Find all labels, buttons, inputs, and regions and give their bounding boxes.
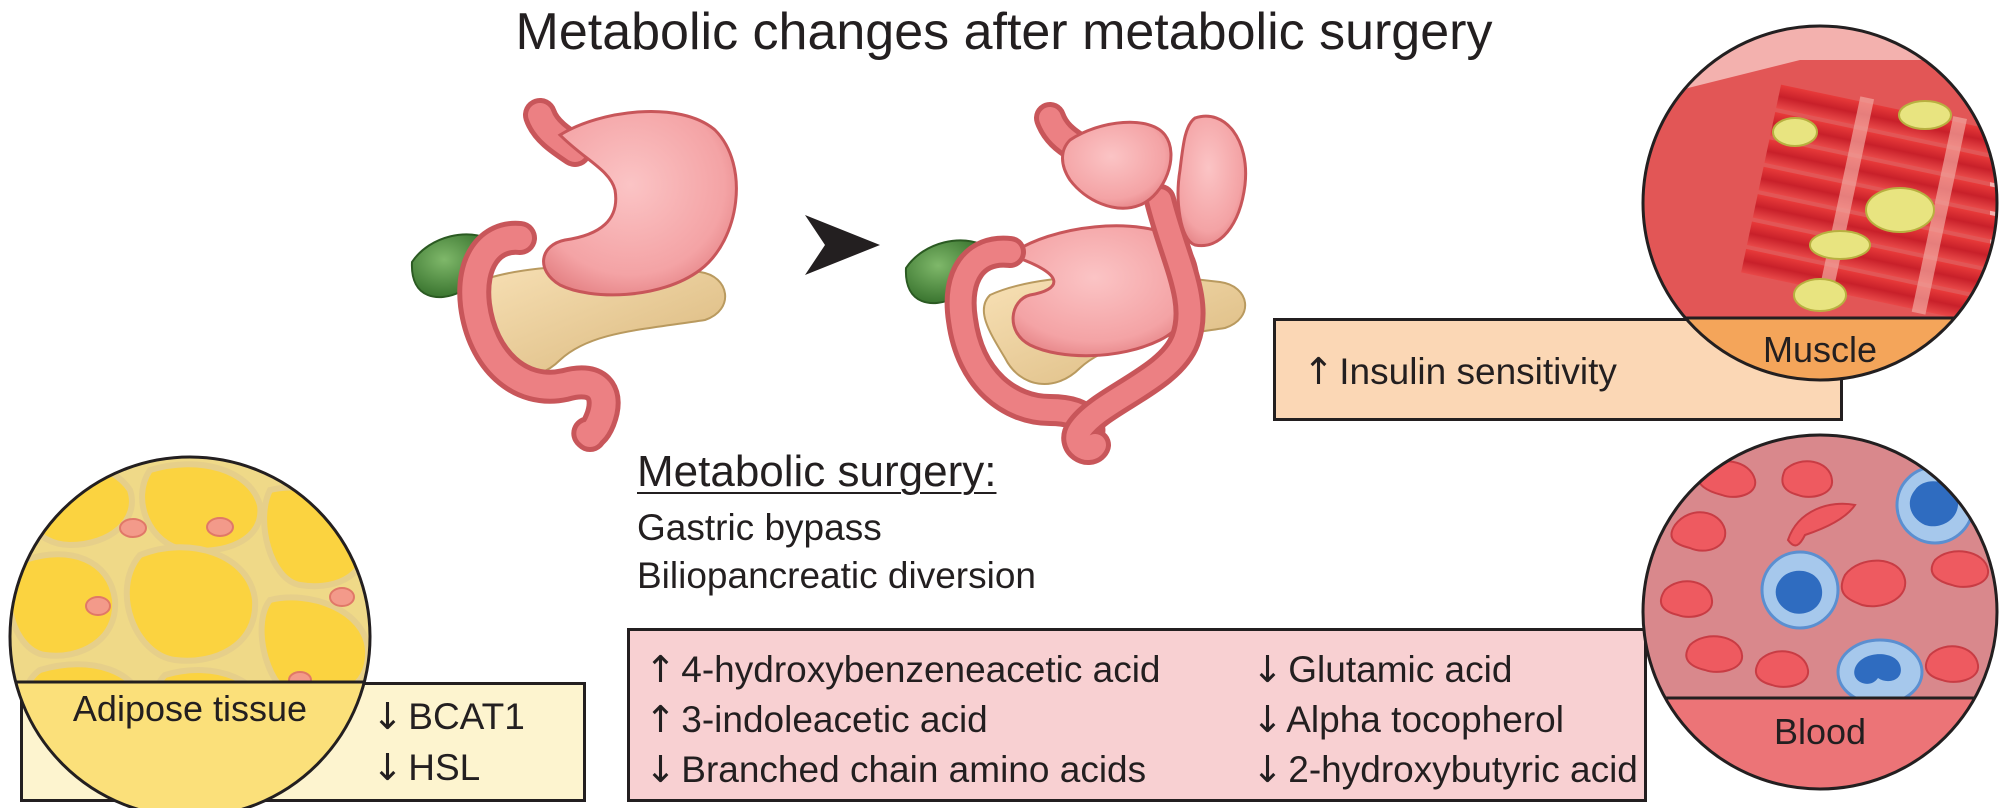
down-arrow-icon: ↓ [372,695,404,738]
up-arrow-icon: ↑ [1303,350,1335,393]
surgery-heading: Metabolic surgery: [637,447,997,496]
down-arrow-icon: ↓ [1252,748,1284,791]
blood-effect: ↓ Glutamic acid [1252,648,1512,692]
adipose-cells-icon [8,455,372,808]
blood-effects-box [627,628,1647,802]
blood-label: Blood [1773,711,1867,752]
down-arrow-icon: ↓ [1252,698,1284,741]
adipose-effect-text: HSL [408,747,481,788]
blood-cells-icon [1641,433,1999,791]
blood-effect: ↑ 4-hydroxybenzeneacetic acid [645,648,1161,692]
blood-effect-text: 4-hydroxybenzeneacetic acid [681,649,1161,690]
adipose-label: Adipose tissue [72,688,308,729]
surgery-type: Biliopancreatic diversion [637,555,1036,596]
adipose-effect: ↓ HSL [372,746,480,790]
blood-effect-text: Glutamic acid [1288,649,1513,690]
down-arrow-icon: ↓ [645,748,677,791]
muscle-label: Muscle [1762,329,1878,370]
surgery-type: Gastric bypass [637,507,882,548]
down-arrow-icon: ↓ [1252,648,1284,691]
transition-arrow-icon [805,215,880,275]
adipose-effect-text: BCAT1 [408,696,525,737]
stomach-bypass-icon [904,102,1248,465]
page-title: Metabolic changes after metabolic surger… [515,3,1493,61]
muscle-effect-text: Insulin sensitivity [1339,351,1617,392]
blood-effect: ↑ 3-indoleacetic acid [645,698,988,742]
blood-effect: ↓ 2-hydroxybutyric acid [1252,748,1638,792]
blood-effect-text: Alpha tocopherol [1286,699,1564,740]
blood-effect-text: Branched chain amino acids [681,749,1147,790]
muscle-effect: ↑ Insulin sensitivity [1303,350,1617,394]
adipose-effect: ↓ BCAT1 [372,695,525,739]
up-arrow-icon: ↑ [645,698,677,741]
blood-effect: ↓ Branched chain amino acids [645,748,1146,792]
stomach-normal-icon [410,98,738,452]
down-arrow-icon: ↓ [372,746,404,789]
up-arrow-icon: ↑ [645,648,677,691]
blood-effect-text: 3-indoleacetic acid [681,699,988,740]
blood-effect-text: 2-hydroxybutyric acid [1288,749,1638,790]
blood-effect: ↓ Alpha tocopherol [1252,698,1564,742]
